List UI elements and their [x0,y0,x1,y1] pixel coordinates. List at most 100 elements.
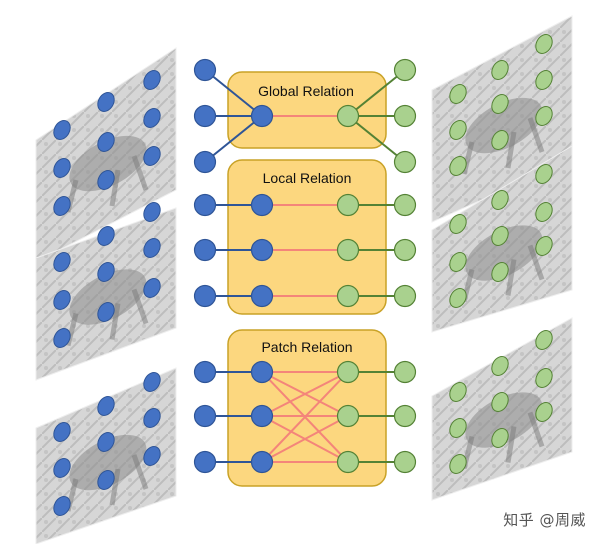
global-blue-edge [204,115,263,163]
global-relation-label: Global Relation [258,83,354,99]
left-image-1 [35,47,177,263]
global-outer-blue-node [193,104,217,128]
right-image-3-dot [535,402,553,422]
left-image-2-dot [97,226,115,246]
local-inner-green-node [336,238,360,262]
right-image-2-dot [491,226,509,246]
left-image-1-dot [53,158,71,178]
nodes [193,58,417,474]
patch-inner-blue-node [250,360,274,384]
left-image-1-dot [143,70,161,90]
right-image-1-dot [449,84,467,104]
local-outer-green-node [393,238,417,262]
watermark: 知乎 @周威 [503,511,586,529]
relation-panels [227,71,387,487]
right-image-1-dot [535,70,553,90]
right-image-3-dot [491,428,509,448]
local-relation-label: Local Relation [263,170,352,186]
global-green-edge [347,69,406,117]
left-image-3-dot [143,446,161,466]
patch-inner-green-node [336,404,360,428]
global-relation-panel [227,71,387,149]
patch-inner-blue-node [250,404,274,428]
right-image-1-dot [491,130,509,150]
patch-inner-green-node [336,360,360,384]
right-image-stack [431,15,573,501]
left-image-1-dot [97,92,115,112]
left-image-2-dot [143,202,161,222]
local-inner-blue-node [250,284,274,308]
left-image-2 [35,207,177,381]
left-image-2-dot [53,328,71,348]
left-image-2-dot [53,252,71,272]
right-image-3-dot [535,330,553,350]
right-image-1-dot [449,156,467,176]
patch-relation-edge [261,371,349,463]
local-outer-green-node [393,193,417,217]
right-image-3-dot [535,368,553,388]
panel-labels: Global Relation Local Relation Patch Rel… [258,83,354,355]
left-image-2-dot [143,238,161,258]
right-image-2-dot [449,214,467,234]
left-image-3 [35,367,177,544]
left-image-1-dot [143,146,161,166]
local-outer-green-node [393,284,417,308]
global-outer-green-node [393,150,417,174]
left-image-3-dot [53,496,71,516]
right-image-2-silhouette [465,225,543,281]
patch-relation-edge [261,371,349,417]
patch-relation-edge [261,415,349,463]
local-outer-blue-node [193,284,217,308]
left-image-1-silhouette [69,135,147,192]
left-image-3-silhouette [69,434,147,491]
left-image-1-dot [143,108,161,128]
left-image-1-dot [53,120,71,140]
left-image-2-dot [143,278,161,298]
patch-outer-blue-node [193,450,217,474]
left-image-3-dot [143,372,161,392]
left-image-2-dot [97,262,115,282]
global-outer-green-node [393,104,417,128]
local-inner-green-node [336,193,360,217]
global-inner-green-node [336,104,360,128]
local-inner-green-node [336,284,360,308]
patch-outer-green-node [393,404,417,428]
local-outer-blue-node [193,193,217,217]
right-image-3-dot [449,454,467,474]
right-image-3-silhouette [465,392,543,448]
left-image-1-dot [53,196,71,216]
left-image-1-dot [97,132,115,152]
right-image-3-dot [449,382,467,402]
right-image-3-dot [491,356,509,376]
left-image-1-dot [97,170,115,190]
global-blue-edge [204,69,263,117]
left-image-3-dot [143,408,161,428]
global-inner-blue-node [250,104,274,128]
patch-relation-label: Patch Relation [261,339,352,355]
left-image-stack [35,47,177,544]
left-image-2-dot [53,290,71,310]
right-image-2-dot [449,252,467,272]
left-image-2-silhouette [69,269,147,325]
right-image-1-dot [449,120,467,140]
right-image-1-dot [491,60,509,80]
left-image-3-dot [53,422,71,442]
right-image-2-dot [535,202,553,222]
local-outer-blue-node [193,238,217,262]
right-image-2-dot [449,288,467,308]
local-inner-blue-node [250,238,274,262]
global-outer-blue-node [193,58,217,82]
patch-outer-blue-node [193,360,217,384]
right-image-1-dot [535,34,553,54]
right-image-2-dot [491,190,509,210]
right-image-1-dot [535,106,553,126]
right-image-3-dot [449,418,467,438]
local-inner-blue-node [250,193,274,217]
patch-inner-blue-node [250,450,274,474]
left-image-3-dot [97,396,115,416]
right-image-1-dot [491,94,509,114]
global-outer-blue-node [193,150,217,174]
left-image-3-dot [53,458,71,478]
right-image-3-dot [491,392,509,412]
